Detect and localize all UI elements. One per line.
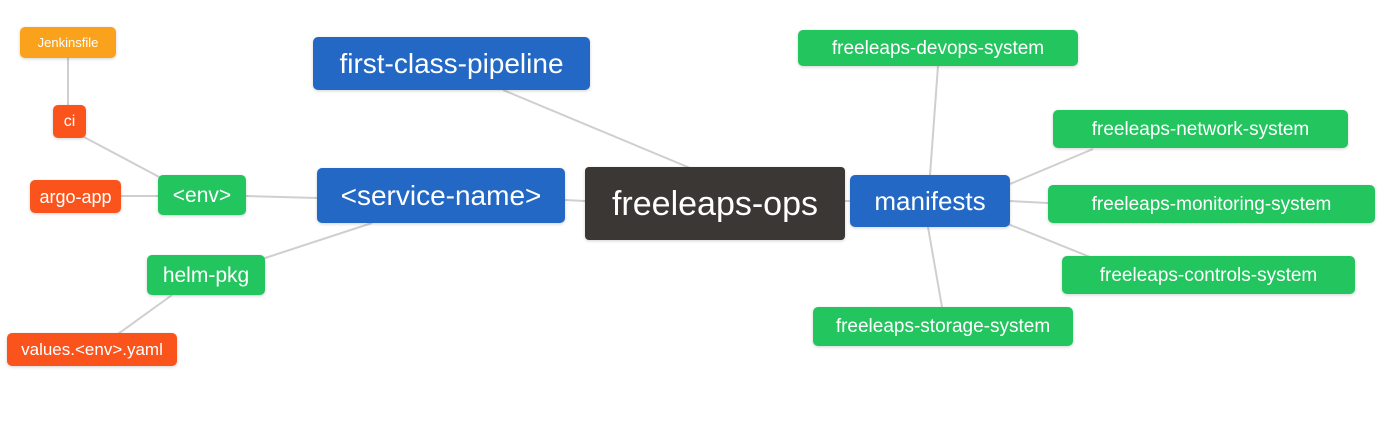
node-freeleaps-monitoring-system[interactable]: freeleaps-monitoring-system — [1048, 185, 1375, 223]
edge-helm-pkg-values-env-yaml — [117, 294, 173, 335]
node-first-class-pipeline[interactable]: first-class-pipeline — [313, 37, 590, 90]
node-freeleaps-network-system[interactable]: freeleaps-network-system — [1053, 110, 1348, 148]
edge-service-name-root — [564, 199, 586, 202]
node-freeleaps-storage-system[interactable]: freeleaps-storage-system — [813, 307, 1073, 346]
edge-manifests-monitoring-system — [1009, 200, 1049, 204]
node-freeleaps-devops-system[interactable]: freeleaps-devops-system — [798, 30, 1078, 66]
node-argo-app[interactable]: argo-app — [30, 180, 121, 213]
node-jenkinsfile[interactable]: Jenkinsfile — [20, 27, 116, 58]
edge-manifests-storage-system — [927, 226, 943, 308]
edge-service-name-helm-pkg — [261, 222, 373, 260]
node-env[interactable]: <env> — [158, 175, 246, 215]
edge-env-service-name — [245, 195, 318, 199]
node-freeleaps-ops-root[interactable]: freeleaps-ops — [585, 167, 845, 240]
edge-ci-env — [81, 135, 164, 180]
node-freeleaps-controls-system[interactable]: freeleaps-controls-system — [1062, 256, 1355, 294]
node-service-name[interactable]: <service-name> — [317, 168, 565, 223]
edge-first-class-pipeline-root — [502, 89, 691, 169]
node-values-env-yaml[interactable]: values.<env>.yaml — [7, 333, 177, 366]
node-ci[interactable]: ci — [53, 105, 86, 138]
edge-manifests-network-system — [1009, 148, 1094, 185]
node-manifests[interactable]: manifests — [850, 175, 1010, 227]
node-helm-pkg[interactable]: helm-pkg — [147, 255, 265, 295]
edge-manifests-devops-system — [929, 65, 939, 176]
edge-manifests-controls-system — [1007, 223, 1091, 258]
